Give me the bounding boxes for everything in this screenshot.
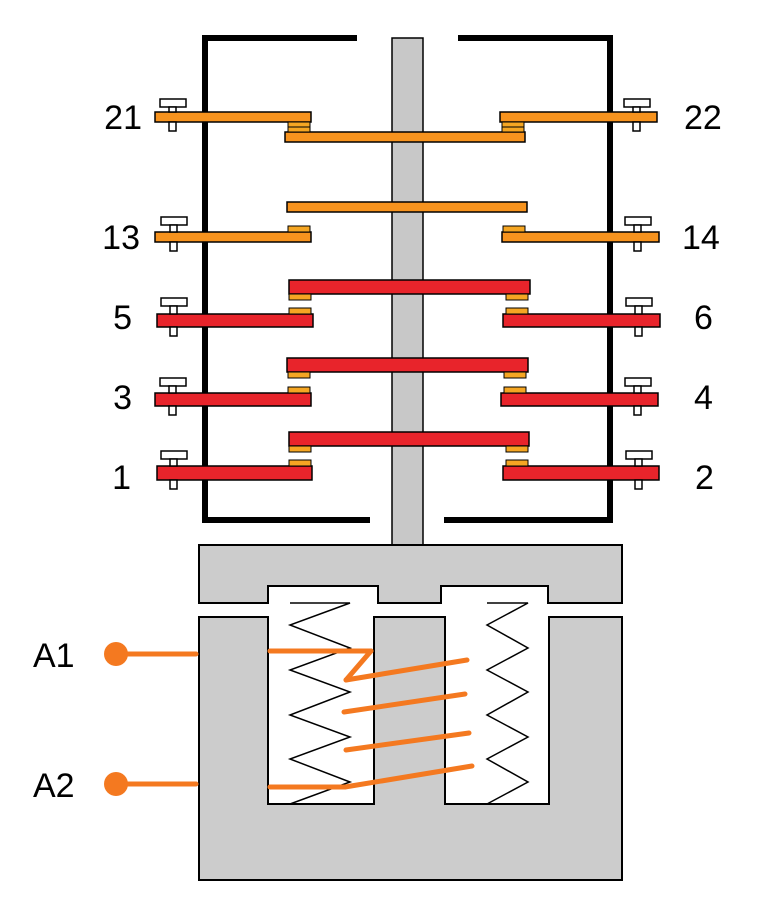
coil-leads — [113, 648, 374, 790]
contact-tip — [505, 445, 529, 453]
fixed-contact-3 — [154, 392, 312, 407]
coil-winding — [343, 730, 472, 753]
fixed-contact-4 — [500, 392, 659, 407]
screw-icon — [623, 98, 651, 132]
screw-icon — [159, 98, 187, 132]
coil-terminal-a2 — [104, 772, 128, 796]
contact-tip — [501, 121, 525, 128]
terminal-label-13: 13 — [102, 219, 140, 257]
contact-tip — [287, 225, 311, 233]
armature — [198, 544, 623, 604]
contact-housing — [202, 35, 613, 523]
coil-winding — [342, 763, 475, 790]
screw-icon — [159, 377, 187, 416]
contact-tip — [505, 459, 529, 467]
terminal-label-3: 3 — [113, 379, 132, 417]
screw-icon — [625, 450, 653, 490]
moving-bridge-13-14 — [286, 201, 528, 213]
screw-icon — [624, 377, 652, 416]
terminal-label-6: 6 — [694, 299, 713, 337]
contact-tip — [287, 386, 311, 394]
terminal-label-5: 5 — [113, 299, 132, 337]
terminal-label-4: 4 — [694, 379, 713, 417]
moving-bridge-1-2 — [288, 431, 530, 447]
fixed-contact-14 — [501, 231, 660, 243]
contact-tip — [503, 386, 527, 394]
moving-bridge-3-4 — [286, 357, 529, 373]
contact-tip — [501, 126, 525, 133]
fixed-contact-2 — [502, 465, 660, 481]
coil-winding — [341, 691, 468, 715]
housing-top-left — [202, 35, 370, 523]
terminal-labels-right: 22 14 6 4 2 — [682, 99, 722, 497]
coil-winding — [343, 648, 374, 683]
coil-windings — [341, 648, 475, 790]
coil-winding — [343, 657, 470, 683]
main-contact-5-6 — [156, 279, 661, 328]
housing-top-right — [444, 35, 613, 523]
fixed-contact-22 — [499, 111, 658, 123]
fixed-contact-13 — [154, 231, 312, 243]
aux-contact-21-22 — [154, 111, 658, 143]
contact-tip — [502, 225, 526, 233]
moving-bridge-5-6 — [288, 279, 531, 295]
terminal-label-1: 1 — [112, 459, 131, 497]
screw-icon — [160, 450, 188, 490]
terminal-label-21: 21 — [104, 99, 142, 137]
contact-tip — [288, 293, 312, 301]
terminal-screws — [159, 98, 653, 490]
coil-label-a1: A1 — [33, 637, 75, 675]
terminal-label-22: 22 — [684, 99, 722, 137]
fixed-contact-6 — [502, 313, 661, 328]
contact-tip — [505, 293, 529, 301]
contact-tip — [288, 459, 312, 467]
spring-icon — [287, 602, 353, 805]
main-contact-3-4 — [154, 357, 659, 407]
contact-tip — [503, 371, 527, 379]
contact-tip — [288, 445, 312, 453]
fixed-core — [198, 616, 623, 881]
screw-icon — [160, 216, 188, 252]
contact-tip — [287, 121, 311, 128]
fixed-contact-5 — [156, 313, 314, 328]
contact-tip — [505, 307, 529, 315]
return-springs — [287, 602, 530, 805]
contact-tip — [288, 307, 312, 315]
screw-icon — [624, 216, 652, 252]
screw-icon — [625, 297, 653, 337]
coil-terminal-a1 — [104, 642, 128, 666]
coil-label-a2: A2 — [33, 767, 75, 805]
spring-icon — [485, 602, 530, 805]
terminal-label-14: 14 — [682, 219, 720, 257]
terminal-label-2: 2 — [695, 459, 714, 497]
terminal-labels-left: 21 13 5 3 1 — [102, 99, 142, 497]
main-contact-1-2 — [156, 431, 660, 481]
screw-icon — [160, 297, 188, 337]
aux-contact-13-14 — [154, 201, 660, 243]
fixed-contact-1 — [156, 465, 313, 481]
moving-bridge-21-22 — [284, 131, 526, 143]
contact-tip — [287, 126, 311, 133]
fixed-contact-21 — [154, 111, 312, 123]
contact-tip — [287, 371, 311, 379]
